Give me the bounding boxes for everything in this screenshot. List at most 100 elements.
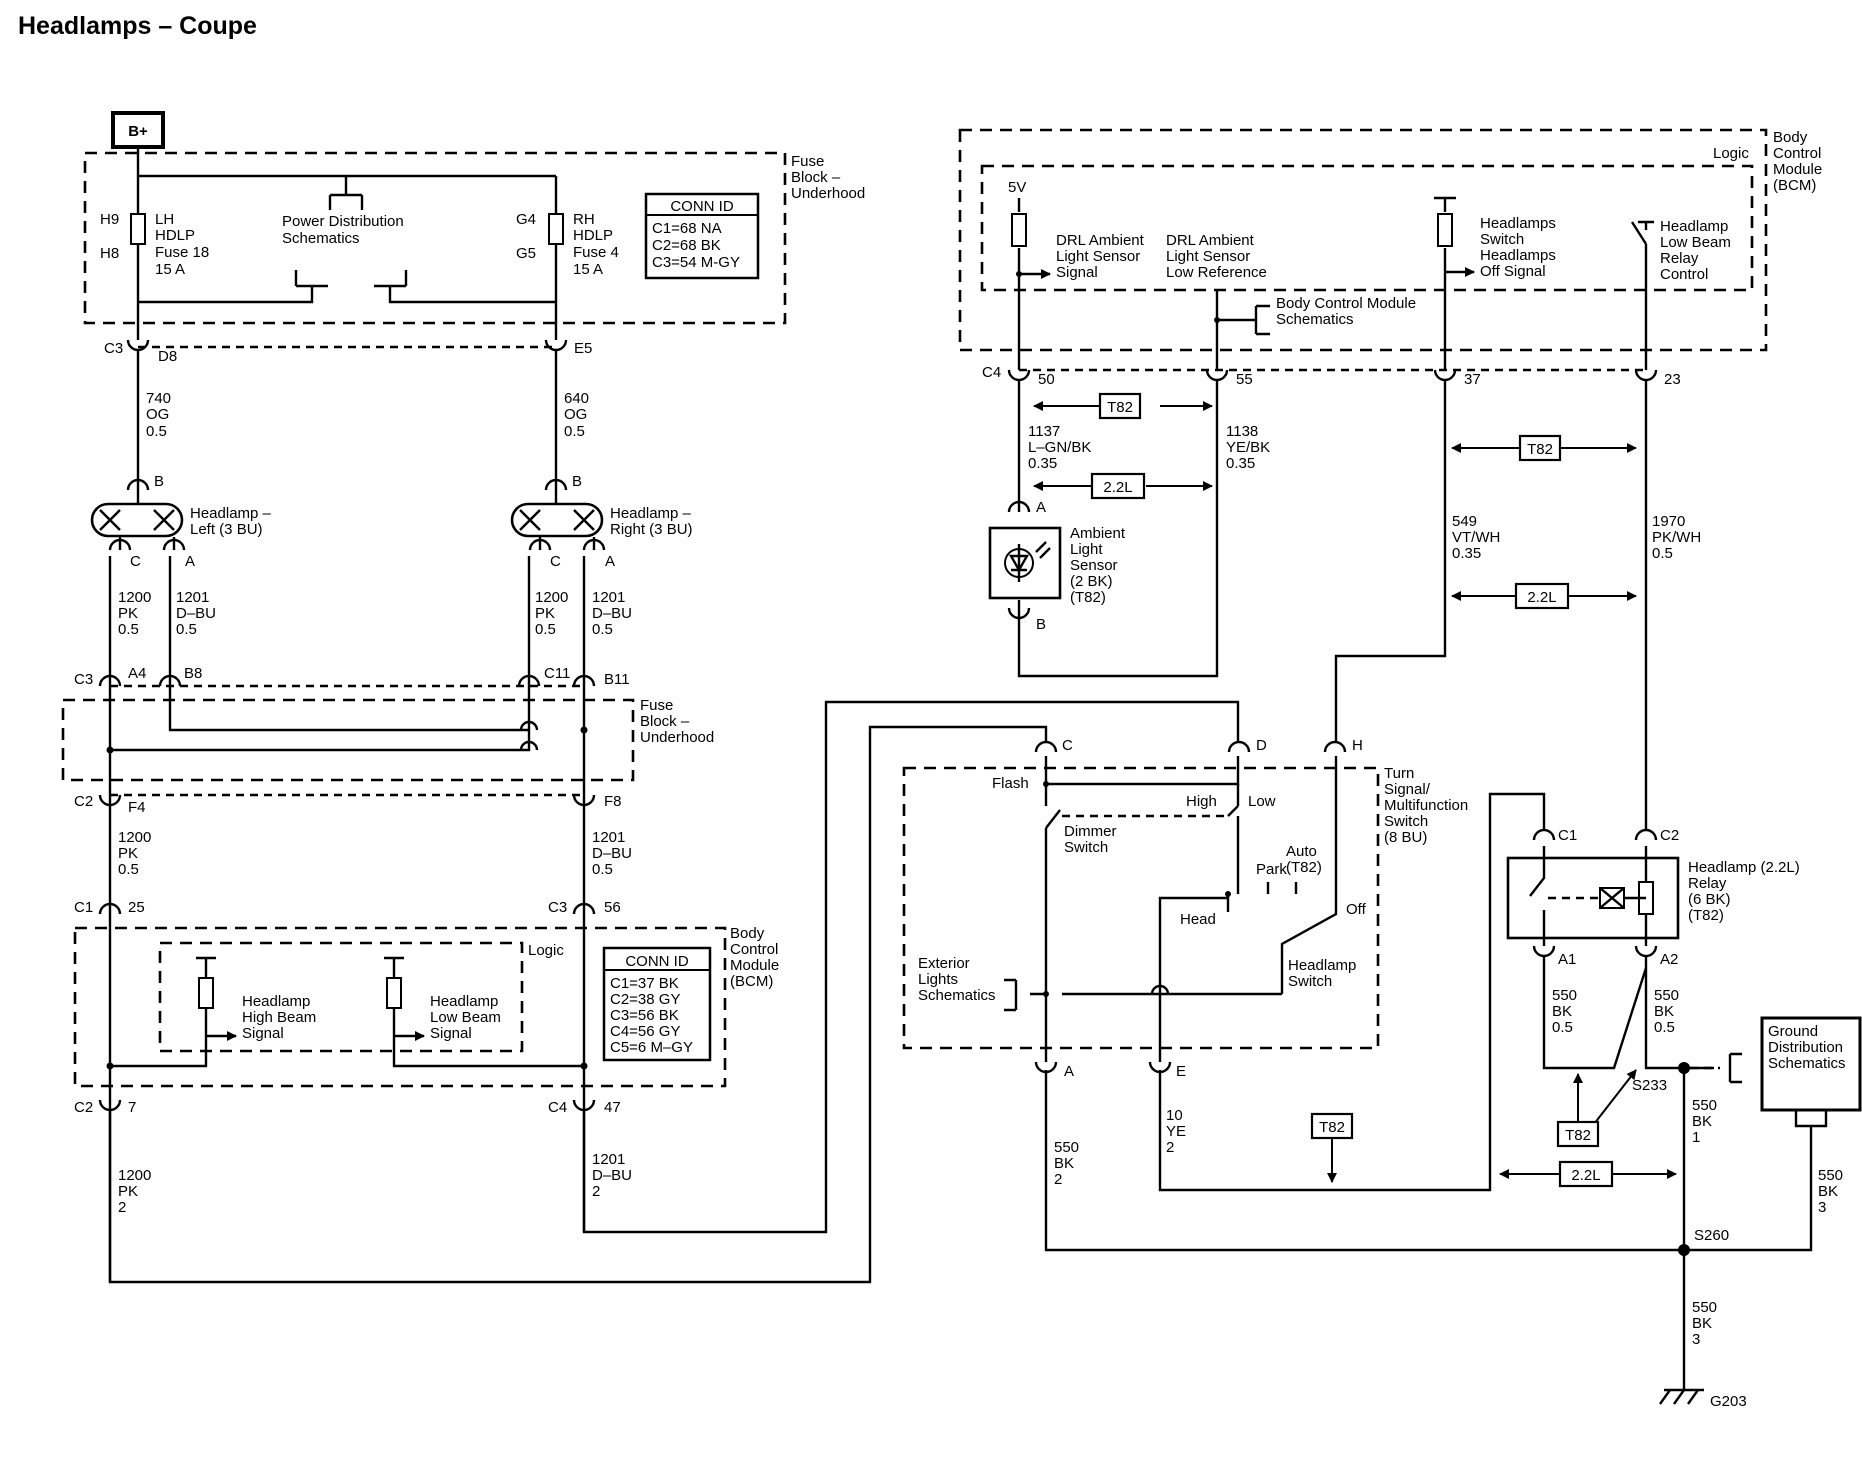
lh-fuse bbox=[130, 213, 146, 245]
svg-text:C1: C1 bbox=[1558, 827, 1577, 844]
headlamp-left: B C A Headlamp –Left (3 BU) bbox=[90, 473, 272, 570]
headlamp-relay: Headlamp (2.2L)Relay(6 BK)(T82) bbox=[1506, 846, 1800, 946]
svg-text:S233: S233 bbox=[1632, 1077, 1667, 1094]
svg-text:High: High bbox=[1186, 793, 1217, 810]
wire-549 bbox=[1334, 380, 1447, 742]
svg-text:Flash: Flash bbox=[992, 775, 1029, 792]
wire-10 bbox=[1158, 792, 1546, 1192]
svg-text:Headlamp –Left (3 BU): Headlamp –Left (3 BU) bbox=[190, 505, 272, 538]
svg-text:Park: Park bbox=[1256, 861, 1287, 878]
svg-text:E: E bbox=[1176, 1063, 1186, 1080]
wire-550-a1 bbox=[1542, 956, 1648, 1070]
headlamp-right-wires bbox=[538, 480, 596, 550]
svg-text:B11: B11 bbox=[604, 671, 630, 688]
wire-1201-left bbox=[168, 556, 529, 732]
wire-1200-to-switch bbox=[108, 725, 1048, 1284]
svg-text:T82: T82 bbox=[1527, 441, 1553, 458]
svg-text:D: D bbox=[1256, 737, 1267, 754]
svg-text:25: 25 bbox=[128, 899, 145, 916]
svg-text:S260: S260 bbox=[1694, 1227, 1729, 1244]
svg-text:C1: C1 bbox=[74, 899, 93, 916]
svg-text:G5: G5 bbox=[516, 245, 536, 262]
svg-text:C3: C3 bbox=[104, 340, 123, 357]
tag-t82-right: T82 bbox=[1451, 434, 1637, 462]
fuse-block-top-box bbox=[83, 151, 787, 325]
svg-text:G203: G203 bbox=[1710, 1393, 1747, 1410]
svg-text:C: C bbox=[1062, 737, 1073, 754]
svg-text:T82: T82 bbox=[1107, 399, 1133, 416]
tag-t82-bottom: T82 bbox=[1310, 1112, 1354, 1183]
ground-g203: G203 bbox=[1659, 1388, 1747, 1410]
svg-text:A4: A4 bbox=[128, 665, 146, 682]
svg-text:C4: C4 bbox=[982, 364, 1001, 381]
svg-text:C2: C2 bbox=[74, 793, 93, 810]
svg-text:C2: C2 bbox=[74, 1099, 93, 1116]
svg-text:Logic: Logic bbox=[1713, 145, 1749, 162]
svg-text:5V: 5V bbox=[1008, 179, 1026, 196]
wire-1200-right bbox=[110, 556, 531, 752]
tag-22l-ground: 2.2L bbox=[1499, 1160, 1677, 1188]
svg-text:C: C bbox=[550, 553, 561, 570]
tag-t82-relay: T82 bbox=[1556, 1069, 1637, 1148]
svg-text:H8: H8 bbox=[100, 245, 119, 262]
bcm-left-logic-box bbox=[158, 941, 524, 1053]
svg-text:Low: Low bbox=[1248, 793, 1276, 810]
bplus-bus bbox=[136, 147, 556, 210]
svg-text:C: C bbox=[130, 553, 141, 570]
tag-t82-sensor: T82 bbox=[1033, 392, 1213, 420]
headlamp-right: B C A Headlamp –Right (3 BU) bbox=[510, 473, 693, 570]
svg-text:D8: D8 bbox=[158, 348, 177, 365]
bcm-left-box bbox=[73, 926, 727, 1088]
svg-text:B: B bbox=[154, 473, 164, 490]
wire-1138 bbox=[1017, 380, 1219, 678]
svg-text:F8: F8 bbox=[604, 793, 622, 810]
tag-22l-sensor: 2.2L bbox=[1033, 472, 1213, 500]
svg-text:C2: C2 bbox=[1660, 827, 1679, 844]
svg-text:T82: T82 bbox=[1319, 1119, 1345, 1136]
svg-text:C3: C3 bbox=[548, 899, 567, 916]
conn-cup-d8 bbox=[126, 339, 150, 352]
svg-text:A: A bbox=[605, 553, 615, 570]
svg-text:CONN ID: CONN ID bbox=[625, 953, 689, 970]
page-title: Headlamps – Coupe bbox=[18, 12, 257, 40]
multifunction-switch-box bbox=[902, 766, 1380, 1050]
